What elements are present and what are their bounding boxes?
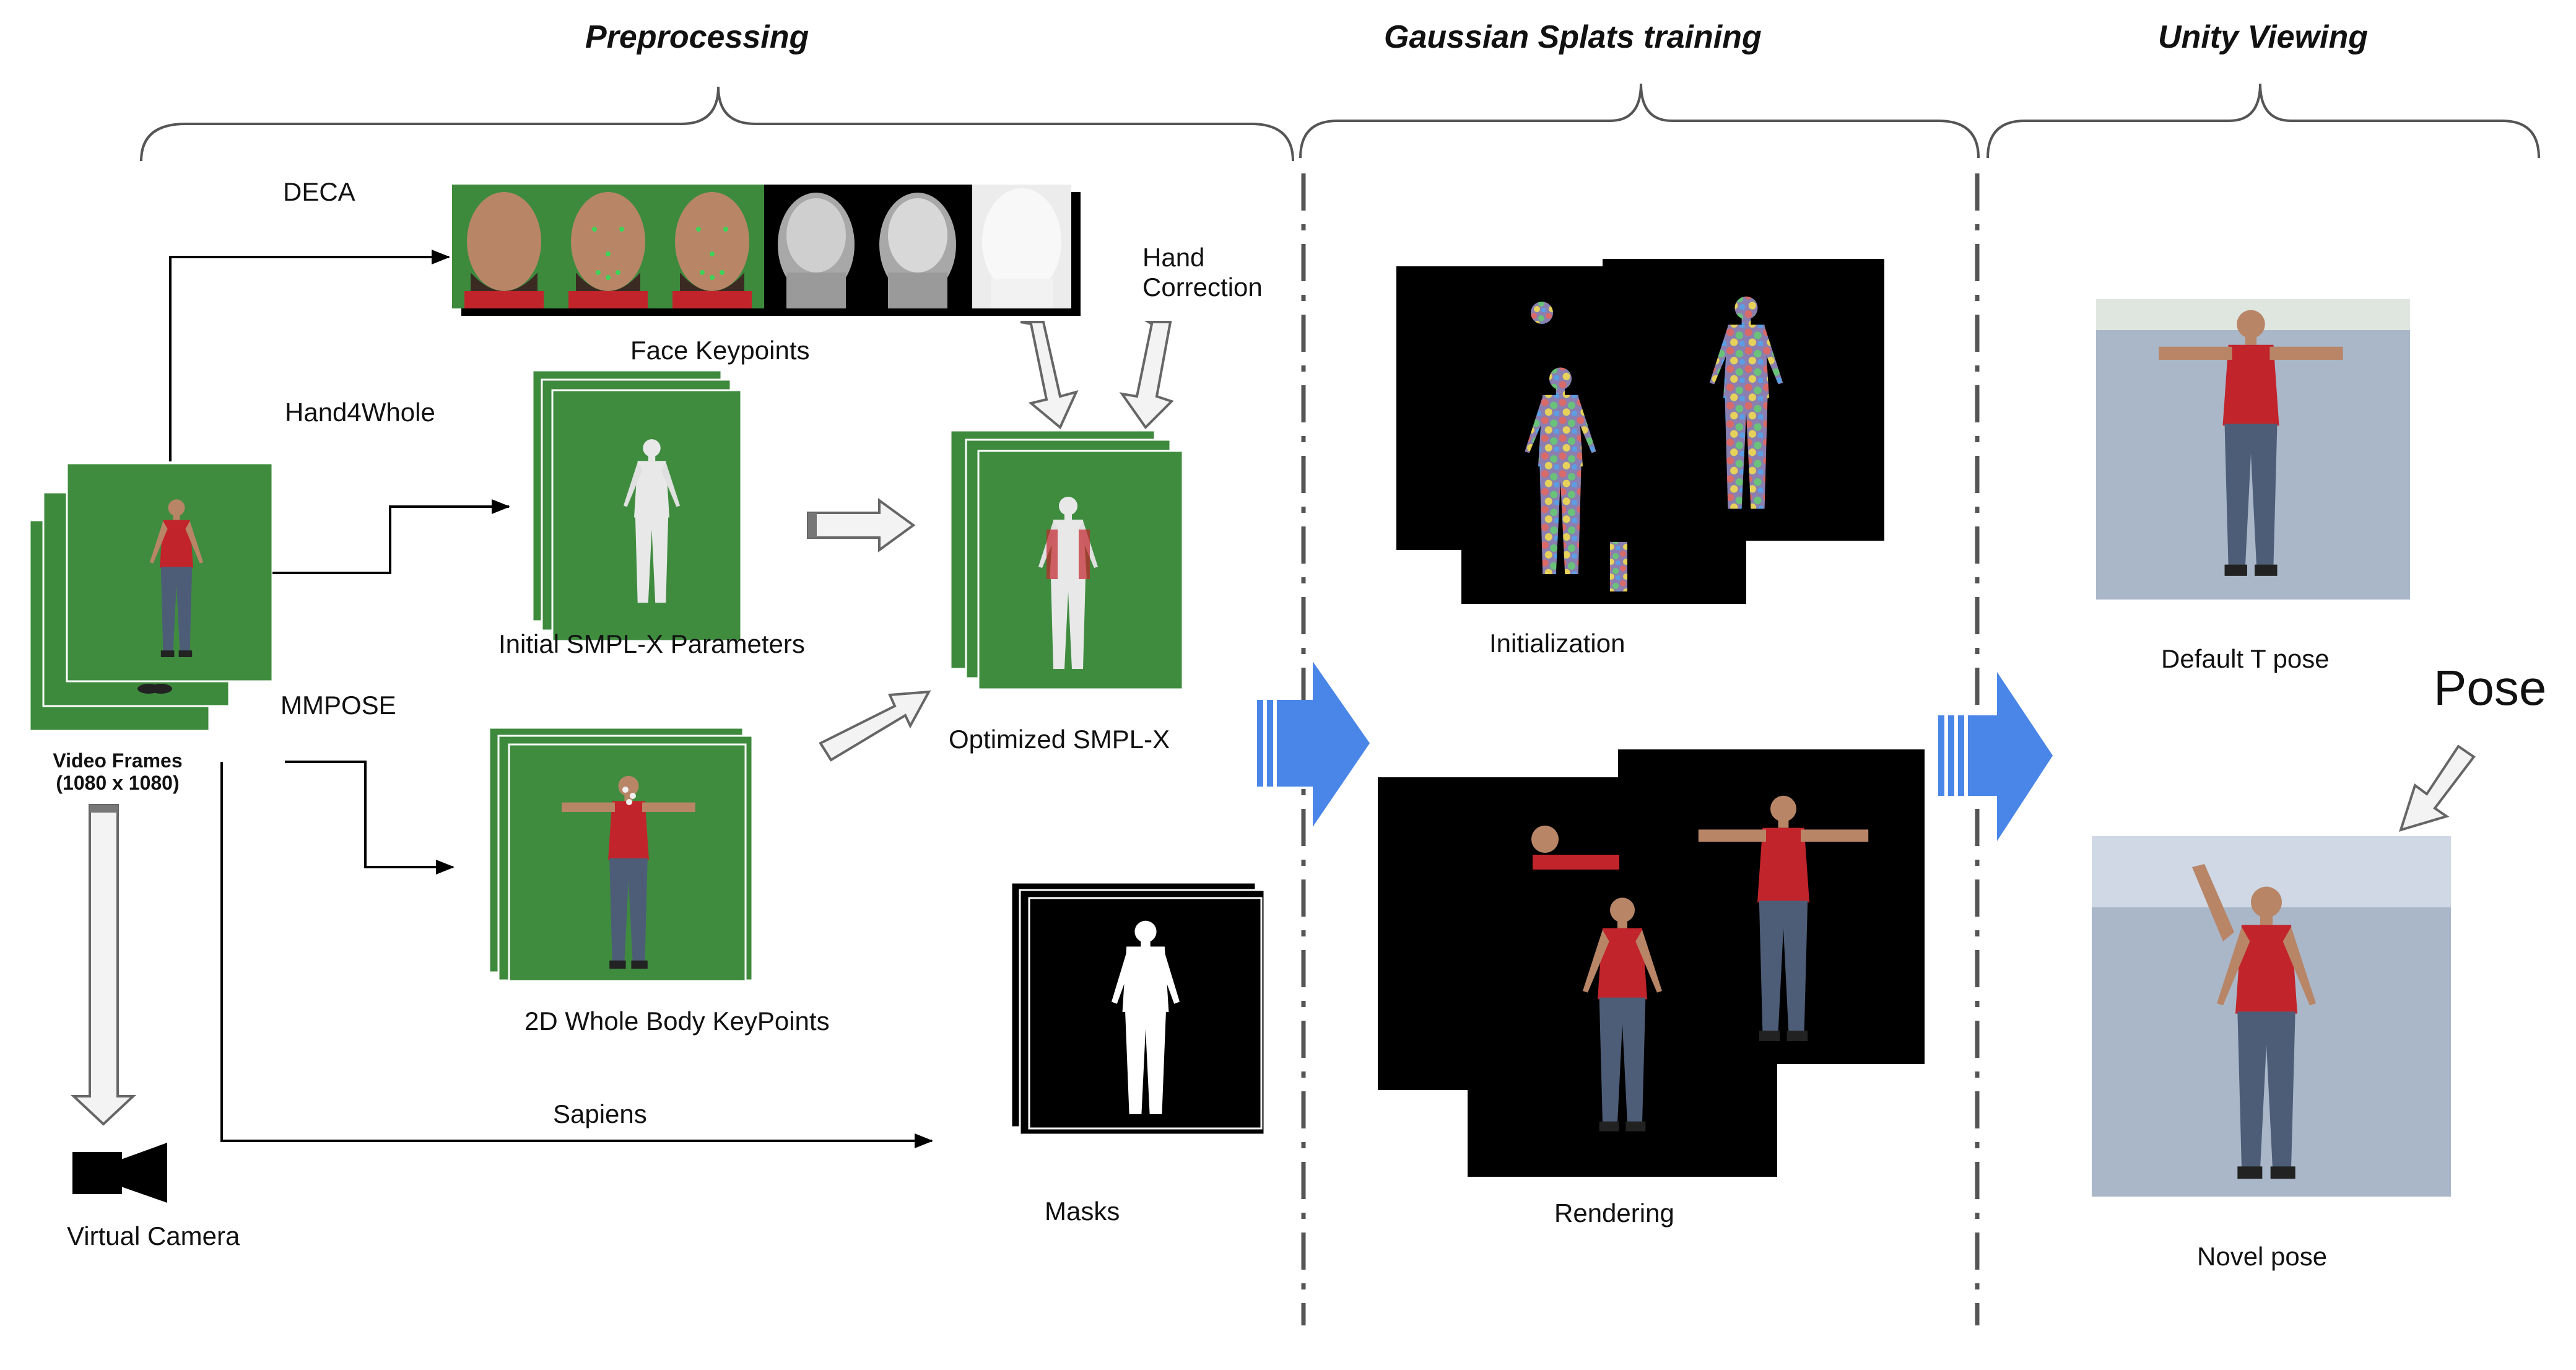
label-optimized-smplx: Optimized SMPL-X: [949, 725, 1170, 754]
label-video-frames: Video Frames (1080 x 1080): [37, 749, 198, 794]
arrow-hand4whole: [272, 499, 510, 574]
label-hand-correction-line1: Hand: [1142, 243, 1205, 272]
masks-stack: [1010, 881, 1266, 1136]
unity-novel-pose: [2092, 836, 2451, 1197]
label-video-frames-line2: (1080 x 1080): [56, 772, 180, 794]
arrow-sapiens: [220, 762, 933, 1148]
label-deca: DECA: [283, 177, 355, 206]
label-mmpose: MMPOSE: [281, 691, 396, 720]
brace-preprocessing: [140, 86, 1294, 162]
label-novel-pose: Novel pose: [2197, 1242, 2328, 1271]
flow-arrows: [169, 250, 933, 1148]
blue-arrow-training-to-unity: [1938, 672, 2053, 841]
section-title-unity: Unity Viewing: [2158, 19, 2368, 55]
label-face-keypoints: Face Keypoints: [630, 336, 810, 365]
label-initialization: Initialization: [1489, 629, 1625, 658]
deca-face-strip: [452, 185, 1081, 316]
label-hand4whole: Hand4Whole: [285, 398, 435, 427]
blue-arrow-preprocessing-to-training: [1257, 661, 1370, 827]
label-2d-keypoints: 2D Whole Body KeyPoints: [524, 1006, 830, 1036]
brace-gaussian: [1299, 83, 1980, 159]
video-frames-stack: [28, 462, 274, 732]
arrow-video-to-camera: [70, 804, 137, 1126]
initial-smplx-stack: [531, 369, 742, 642]
label-hand-correction-line2: Correction: [1142, 273, 1263, 302]
label-pose: Pose: [2434, 660, 2547, 715]
hollow-arrows: [70, 321, 2476, 1126]
arrow-pose-to-novel: [2398, 744, 2476, 832]
arrow-deca: [169, 250, 450, 461]
arrow-face-to-optimized: [1020, 321, 1079, 430]
label-default-t-pose: Default T pose: [2161, 644, 2330, 673]
unity-default-t-pose: [2096, 299, 2410, 600]
label-rendering: Rendering: [1554, 1198, 1674, 1228]
label-video-frames-line1: Video Frames: [53, 749, 183, 772]
initialization-panels: [1396, 259, 1884, 604]
label-initial-smplx: Initial SMPL-X Parameters: [498, 629, 805, 658]
optimized-smplx-stack: [949, 429, 1184, 691]
keypoints-stack: [488, 726, 754, 982]
section-title-gaussian: Gaussian Splats training: [1384, 19, 1762, 55]
label-sapiens: Sapiens: [553, 1099, 647, 1128]
brace-unity: [1986, 83, 2540, 159]
virtual-camera-icon: [72, 1143, 167, 1203]
arrow-keypoints-to-optimized: [819, 690, 931, 762]
section-title-preprocessing: Preprocessing: [585, 19, 809, 55]
arrow-mmpose: [285, 761, 455, 875]
rendering-panels: [1378, 749, 1925, 1177]
arrow-hand-to-optimized: [1119, 321, 1174, 430]
label-virtual-camera: Virtual Camera: [67, 1221, 240, 1250]
label-masks: Masks: [1045, 1197, 1120, 1226]
arrow-initial-to-optimized: [807, 498, 916, 552]
